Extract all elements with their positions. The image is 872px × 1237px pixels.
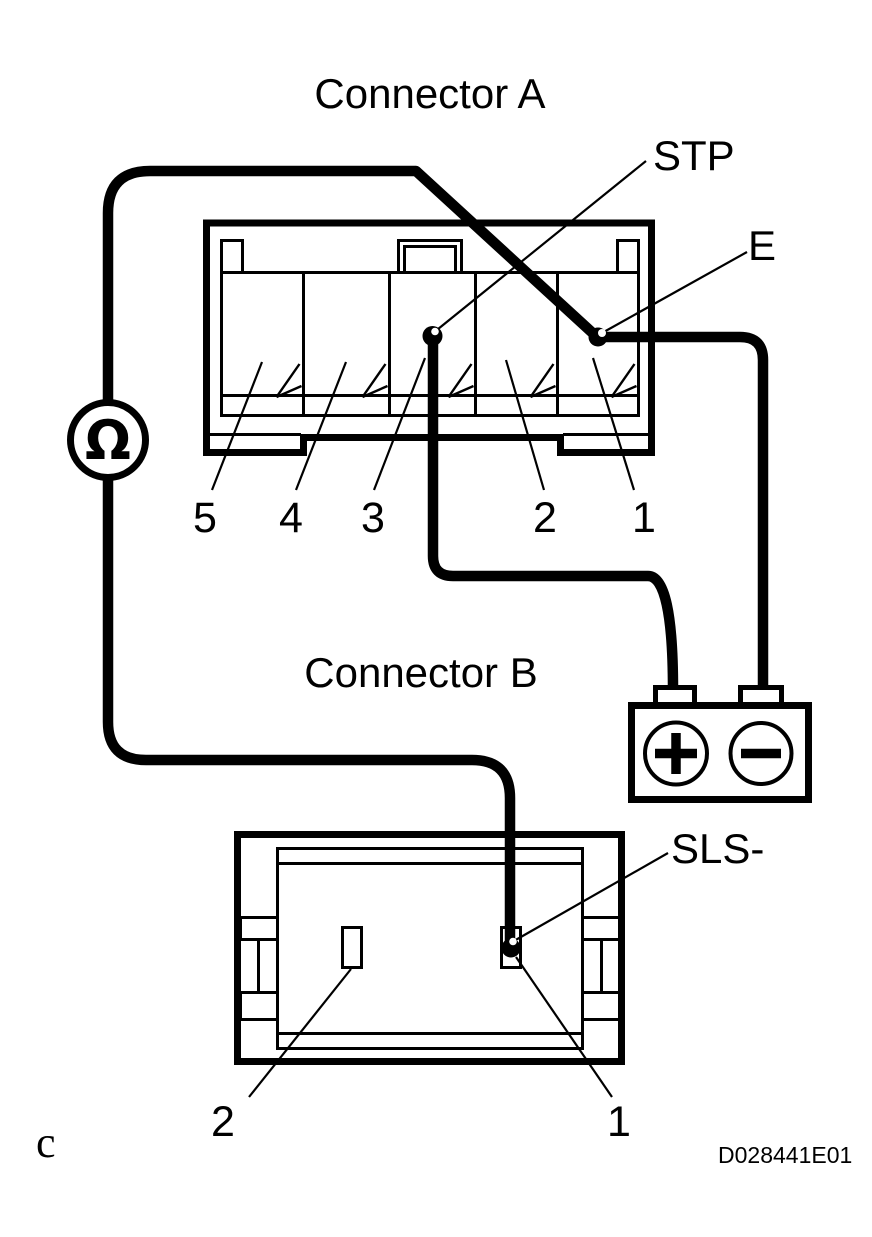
connector-b-left-notch-top [239,916,279,941]
connector-a-shell [203,219,655,456]
plus-icon [655,733,697,774]
connector-b-pin1-number: 1 [607,1098,631,1146]
labels: Connector A Connector B STP E SLS- c D02… [36,70,852,1168]
wire-ohmmeter-to-terminal-sls [102,477,516,946]
connector-a-pin1-number: 1 [632,494,656,542]
terminal-mark-pin5 [275,363,302,399]
connector-a-pin3-number: 3 [361,494,385,542]
battery-body [628,702,812,803]
connector-b-right-notch-top [581,916,621,941]
battery-positive-terminal-tab [653,685,697,707]
connector-b-pin2-leader-line [248,968,352,1098]
page-corner-mark: c [36,1118,56,1167]
terminal-mark-pin4 [361,363,388,399]
connector-b-pin2-number: 2 [211,1098,235,1146]
connector-a-pin4-number: 4 [279,494,303,542]
connector-a-tab-right [616,239,640,273]
connector-b-title: Connector B [304,649,537,696]
connector-b-left-notch-bottom [239,991,279,1021]
ohm-symbol: Ω [85,409,131,472]
terminal-mark-pin3 [447,363,474,399]
stp-leader-line [434,160,647,333]
battery [628,685,812,803]
connector-a-tab-center-outer [397,239,463,273]
terminal-mark-pin1 [610,363,637,399]
connector-a-tab-center-inner [403,245,457,273]
sls-leader-line [512,852,669,943]
pin5-leader-line [210,361,264,491]
connector-a-pin5-number: 5 [193,494,217,542]
connector-a-pin2-number: 2 [533,494,557,542]
connector-b-cavity [276,847,584,1050]
connector-b-right-notch-bottom [581,991,621,1021]
connector-a-tab-left [220,239,244,273]
connector-b-pin1-leader-line [515,956,613,1098]
test-lead-wires [102,165,769,946]
figure-id: D028441E01 [718,1142,852,1168]
connector-b-pin2-slot [341,926,363,969]
battery-negative-terminal-tab [738,685,784,707]
terminal-mark-pin2 [529,363,556,399]
ohmmeter-body [67,399,149,481]
pin3-leader-line [372,357,427,491]
pin1-leader-line [591,357,636,491]
ohmmeter: Ω [67,399,149,481]
pin4-leader-line [294,361,348,491]
e-leader-line [601,251,748,334]
stp-terminal-label: STP [653,132,735,179]
connector-a: 5 4 3 2 1 [193,219,656,542]
terminal-sls-dot-hole [509,937,517,946]
connector-a-title: Connector A [314,70,545,117]
connector-b: 2 1 [211,831,631,1146]
wire-ohmmeter-to-terminal-e [102,165,601,401]
pin2-leader-line [504,359,546,491]
terminal-e-dot-hole [598,329,606,337]
terminal-callouts [422,160,748,958]
sls-terminal-label: SLS- [671,825,764,872]
terminal-stp-dot-hole [431,327,439,336]
e-terminal-label: E [748,222,776,269]
wire-stp-to-battery-positive [427,340,679,691]
connector-b-shell [234,831,625,1065]
wire-e-to-battery-negative [599,331,769,690]
